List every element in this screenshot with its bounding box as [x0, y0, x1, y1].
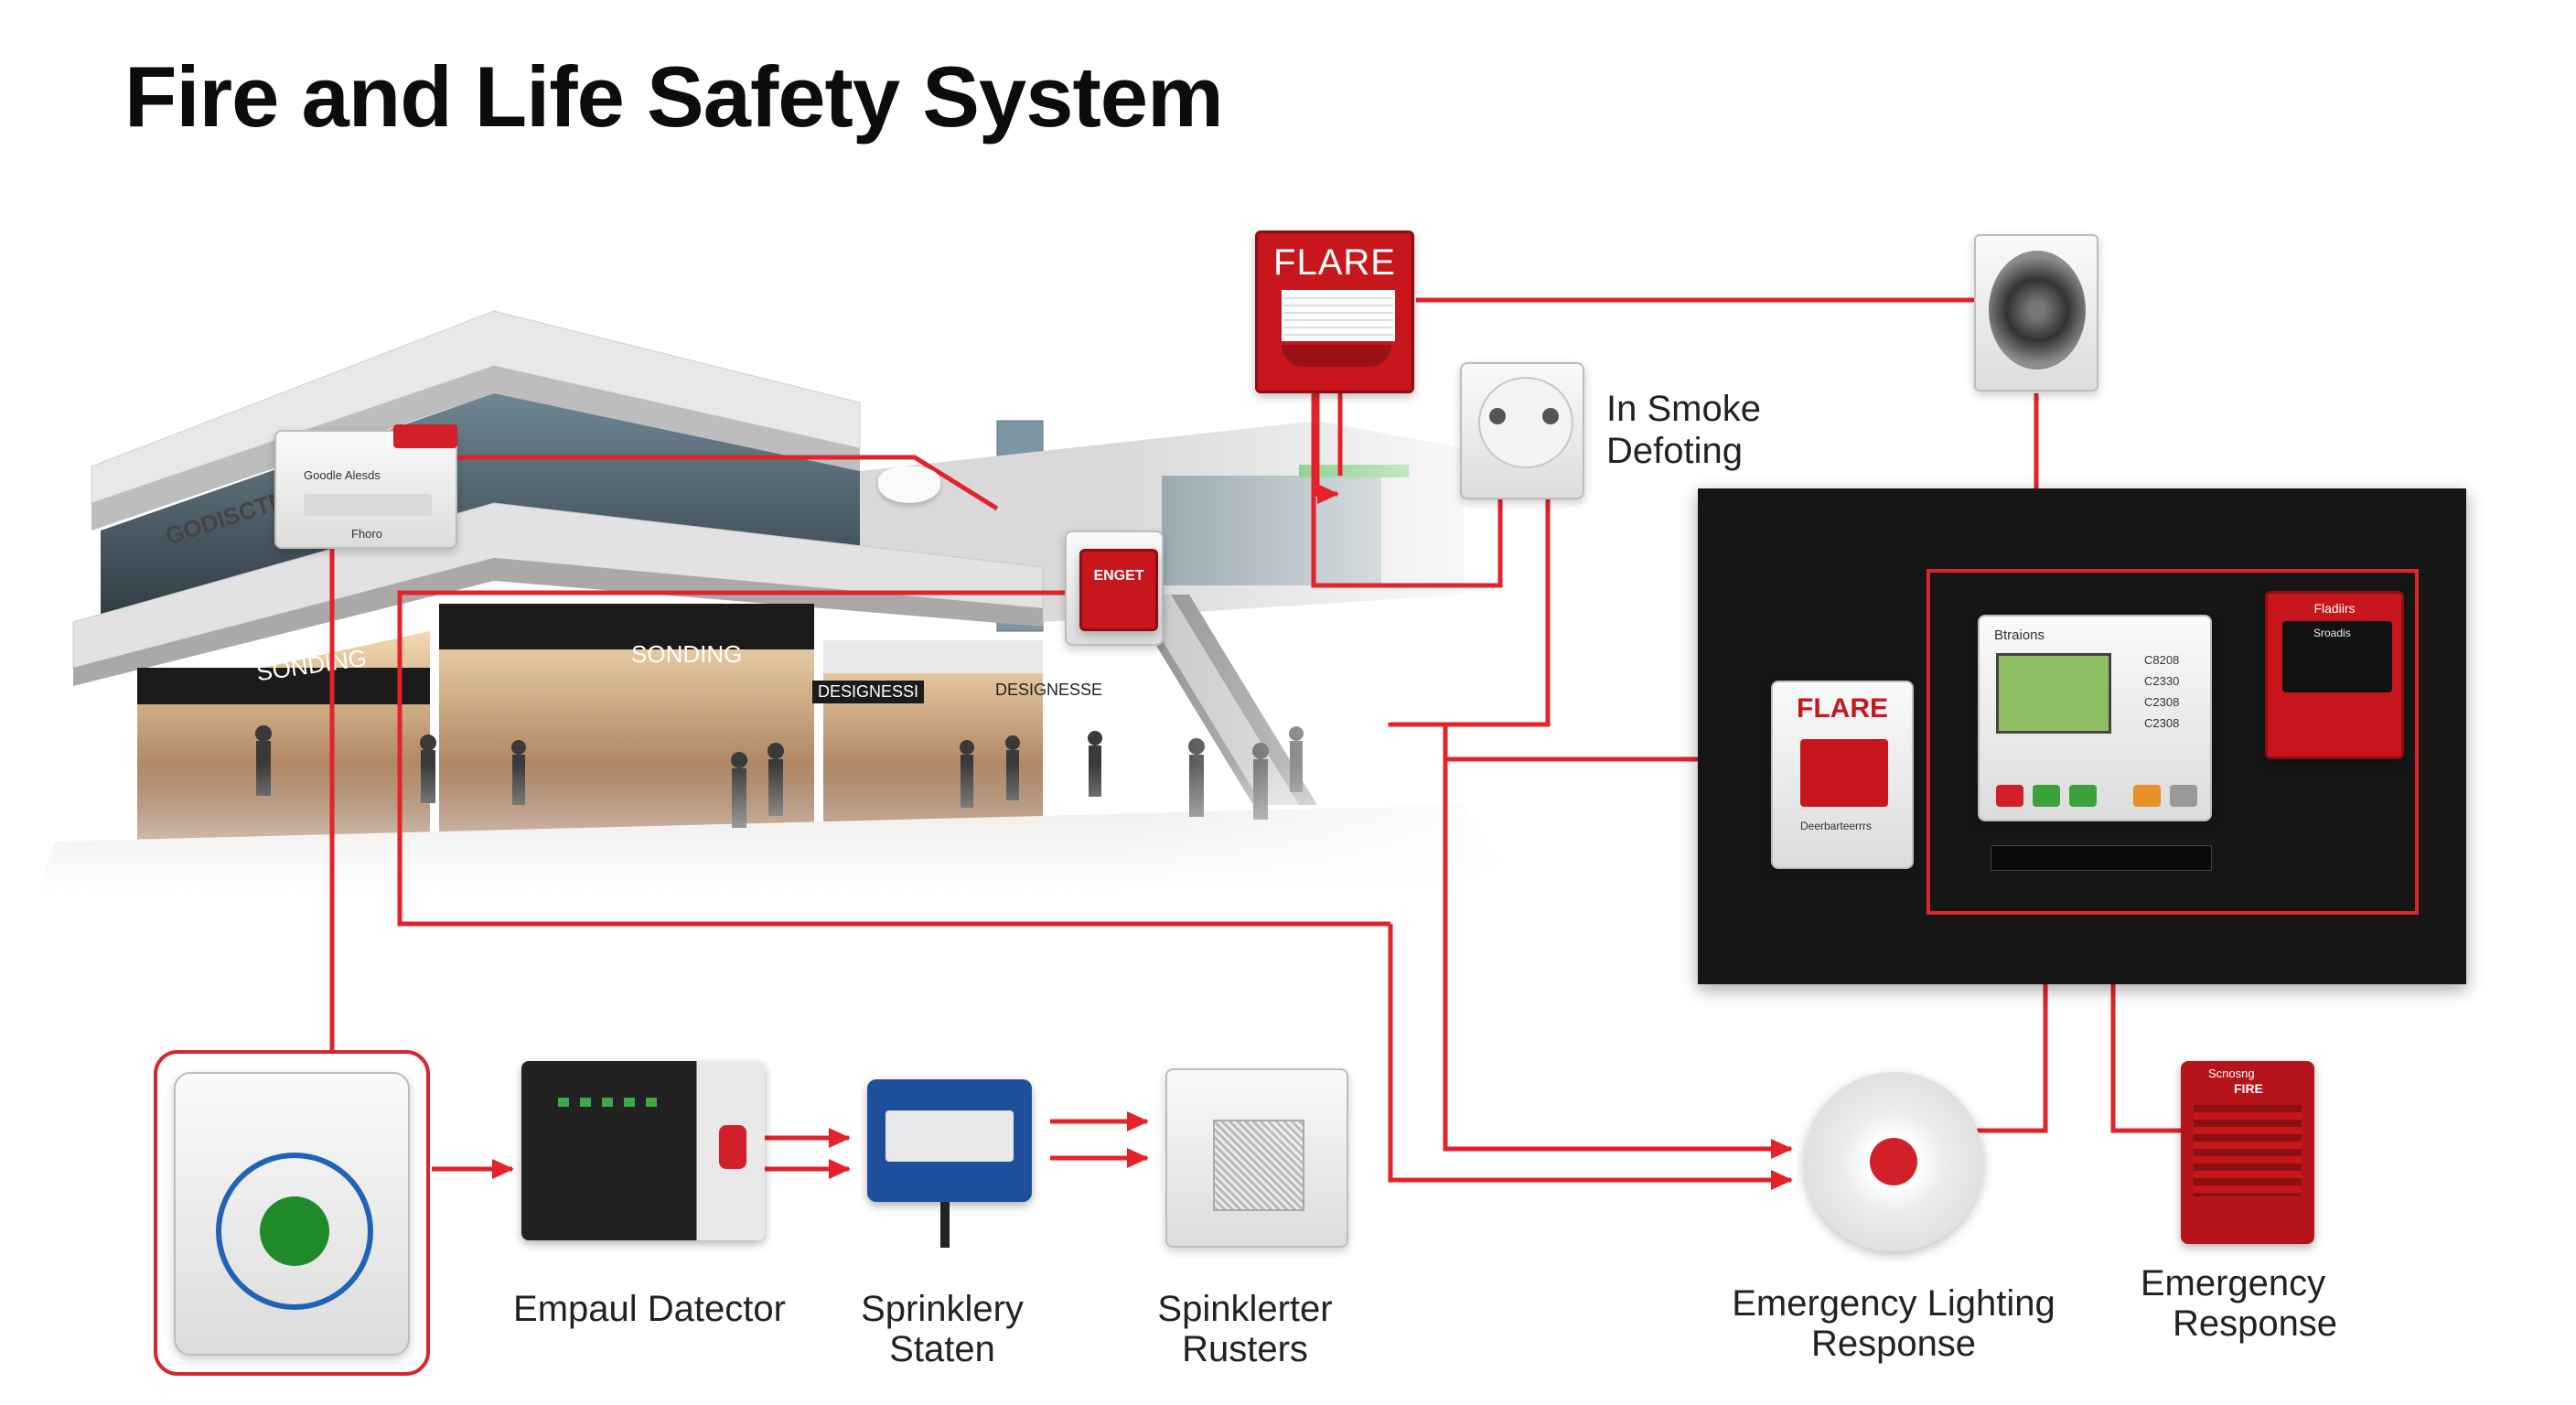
wall-alarm-device[interactable]: Goodle Alesds Fhoro	[274, 424, 457, 549]
panel-right-label: Fladiirs	[2313, 601, 2356, 616]
detector-label: Empaul Datector	[513, 1289, 786, 1329]
emergency-light-detector[interactable]	[1804, 1072, 1983, 1251]
left-detector-frame	[154, 1050, 430, 1376]
mall-pull-sign: ENGET	[1093, 568, 1144, 584]
smoke-sensor-device[interactable]	[1460, 362, 1584, 499]
panel-button-red[interactable]	[1996, 785, 2023, 807]
wire-response-to-panel	[2103, 909, 2186, 1133]
panel-status-strip	[1991, 845, 2212, 871]
wire-smoke-down-2	[1388, 494, 1551, 727]
top-right-detector[interactable]	[1974, 234, 2098, 391]
wire-light-to-panel	[1976, 909, 2055, 1133]
store-sign-center: SONDING	[631, 640, 743, 668]
store-sign-right: DESIGNESSI	[812, 681, 925, 703]
wire-wall-device	[457, 455, 999, 511]
sprinkler-station[interactable]	[867, 1079, 1032, 1248]
panel-button-green[interactable]	[2033, 785, 2060, 807]
panel-key-4[interactable]: C2308	[2144, 716, 2180, 730]
sprinkler-rack[interactable]	[1165, 1068, 1348, 1248]
wall-device-bottom-label: Fhoro	[351, 527, 382, 541]
panel-display-label: Btraions	[1994, 627, 2045, 643]
fire-control-panel: FLARE Deerbarteerrrs Btraions C8208 C233…	[1698, 488, 2466, 984]
panel-flare-station[interactable]: FLARE Deerbarteerrrs	[1771, 681, 1914, 869]
panel-right-module: Fladiirs Sroadis	[2265, 591, 2404, 759]
panel-key-1[interactable]: C8208	[2144, 653, 2180, 667]
store-sign-right2: DESIGNESSE	[995, 681, 1103, 699]
panel-key-2[interactable]: C2330	[2144, 674, 2180, 688]
wall-device-top-label: Goodle Alesds	[304, 468, 381, 482]
panel-right-sub: Sroadis	[2313, 627, 2351, 639]
wire-mall-to-panel	[1390, 722, 1749, 769]
panel-flare-sub: Deerbarteerrrs	[1800, 820, 1873, 832]
panel-key-3[interactable]: C2308	[2144, 695, 2180, 709]
page-title: Fire and Life Safety System	[124, 48, 1224, 145]
wire-to-light-1	[1388, 924, 1793, 1190]
wire-flare-down	[1315, 393, 1339, 504]
detector-panel-small[interactable]	[521, 1061, 765, 1240]
lighting-line2: Response	[1810, 1324, 1977, 1364]
response-line2: Response	[2172, 1303, 2338, 1344]
panel-flare-label: FLARE	[1797, 693, 1888, 724]
wire-mall-loop	[397, 590, 1390, 927]
sprinkler1-line2: Staten	[889, 1329, 995, 1369]
left-detector[interactable]	[174, 1072, 410, 1356]
sprinkler2-line2: Rusters	[1182, 1329, 1308, 1369]
ceiling-detector	[878, 467, 940, 503]
panel-button-grey[interactable]	[2170, 785, 2197, 807]
sprinkler2-line1: Spinklerter	[1157, 1289, 1333, 1329]
flare-top-label: FLARE	[1273, 242, 1396, 283]
smoke-label-line1: In Smoke	[1606, 389, 1761, 429]
mall-pull-station[interactable]: ENGET	[1065, 531, 1164, 646]
flare-pull-station-top[interactable]: FLARE	[1255, 231, 1414, 393]
smoke-label-line2: Defoting	[1606, 431, 1743, 471]
lighting-line1: Emergency Lighting	[1732, 1283, 2055, 1324]
sprinkler1-line1: Sprinklery	[861, 1289, 1024, 1329]
panel-button-orange[interactable]	[2133, 785, 2161, 807]
panel-display-module: Btraions C8208 C2330 C2308 C2308	[1978, 615, 2212, 821]
panel-button-green2[interactable]	[2069, 785, 2097, 807]
wire-smoke-down-1	[1311, 393, 1503, 588]
wire-to-light-2	[1443, 759, 1793, 1159]
response-device-label: Scnosng	[2208, 1067, 2255, 1080]
response-line1: Emergency	[2140, 1263, 2326, 1303]
response-device-sub: FIRE	[2234, 1081, 2263, 1096]
emergency-response-device[interactable]: Scnosng FIRE	[2181, 1061, 2314, 1244]
lcd-screen	[1996, 653, 2111, 734]
